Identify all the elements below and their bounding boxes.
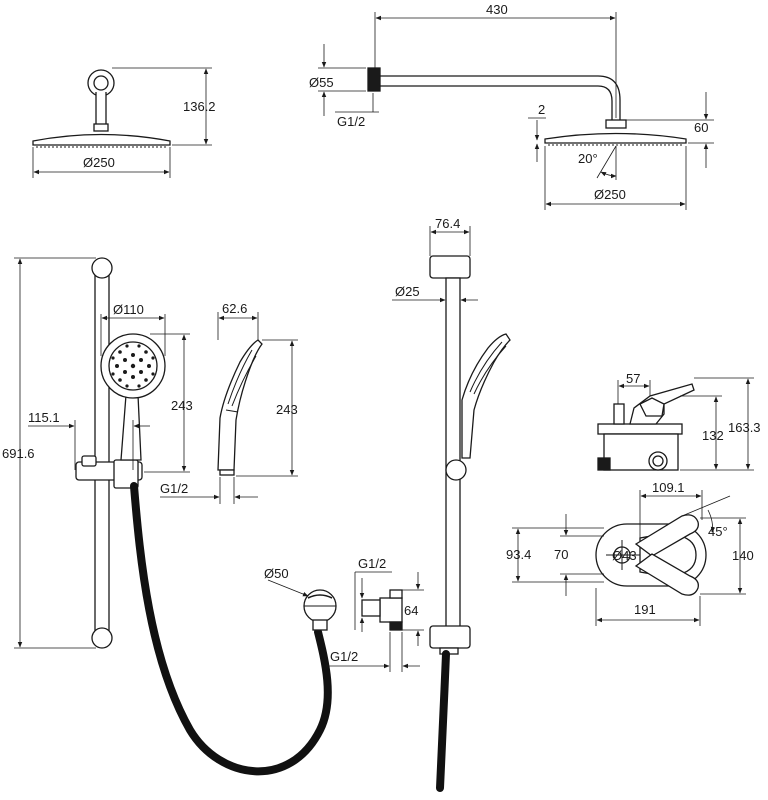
mixer-valve-front-view: 109.1 45° 93.4 70 Ø43 140 191 xyxy=(506,480,754,626)
hand-shower-side-view: 62.6 243 G1/2 xyxy=(160,301,298,504)
arm-thread-label: G1/2 xyxy=(337,114,365,129)
rain-head-height-label: 136.2 xyxy=(183,99,216,114)
arm-length-label: 430 xyxy=(486,2,508,17)
hand-shower-nozzle-pattern xyxy=(111,344,155,388)
hand-depth-label: 62.6 xyxy=(222,301,247,316)
hub-diameter-label: Ø43 xyxy=(612,548,637,563)
hand-height-side-label: 243 xyxy=(276,402,298,417)
arm-flange-diameter-label: Ø55 xyxy=(309,75,334,90)
elbow-thread-top-label: G1/2 xyxy=(358,556,386,571)
head-height-label: 60 xyxy=(694,120,708,135)
head-gap-label: 2 xyxy=(538,102,545,117)
wall-elbow-side-view: G1/2 64 G1/2 xyxy=(326,556,424,672)
mixer-valve-side-view: 57 132 163.3 xyxy=(597,371,761,471)
rain-head-side-view: 136.2 Ø250 xyxy=(32,67,216,178)
rail-total-height-label: 691.6 xyxy=(2,446,35,461)
lever-angle-label: 45° xyxy=(708,524,728,539)
slide-rail-side-view: 76.4 Ø25 xyxy=(392,216,511,792)
rail-tube-diameter-label: Ø25 xyxy=(395,284,420,299)
elbow-height-label: 64 xyxy=(404,603,418,618)
tilt-angle-label: 20° xyxy=(578,151,598,166)
outlet-diameter-label: Ø50 xyxy=(264,566,289,581)
plate-height-right-label: 140 xyxy=(732,548,754,563)
rail-bracket-width-label: 76.4 xyxy=(435,216,460,231)
hand-height-front-label: 243 xyxy=(171,398,193,413)
hand-thread-label: G1/2 xyxy=(160,481,188,496)
plate-width-top-label: 109.1 xyxy=(652,480,685,495)
plate-height-outer-label: 93.4 xyxy=(506,547,531,562)
wall-outlet: Ø50 xyxy=(264,566,337,631)
slide-rail-front-view: 691.6 115.1 Ø110 243 xyxy=(2,257,332,776)
elbow-thread-bottom-label: G1/2 xyxy=(330,649,358,664)
mixer-total-height-label: 163.3 xyxy=(728,420,761,435)
plate-height-inner-label: 70 xyxy=(554,547,568,562)
rain-head-diameter-left-label: Ø250 xyxy=(83,155,115,170)
hand-head-diameter-label: Ø110 xyxy=(113,302,144,317)
plate-width-label: 191 xyxy=(634,602,656,617)
rail-offset-label: 115.1 xyxy=(28,410,60,425)
shower-arm-assembly: 430 Ø55 G1/2 2 60 20° Ø250 xyxy=(309,2,714,210)
rain-head-diameter-right-label: Ø250 xyxy=(594,187,626,202)
mixer-body-height-label: 132 xyxy=(702,428,724,443)
mixer-spout-label: 57 xyxy=(626,371,640,386)
